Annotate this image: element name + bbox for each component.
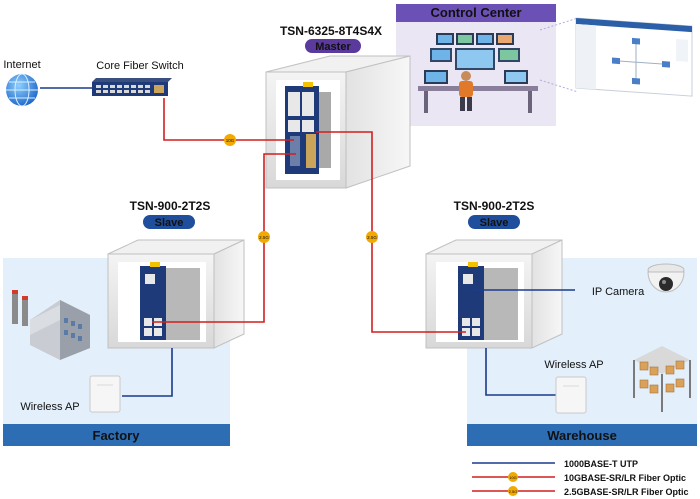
badge-2-5g-right: 2.5G bbox=[366, 231, 378, 243]
legend-label-10g: 10GBASE-SR/LR Fiber Optic bbox=[564, 473, 686, 483]
wireless-ap-left-label: Wireless AP bbox=[20, 401, 79, 413]
master-enclosure: TSN-6325-8T4S4X Master bbox=[265, 24, 411, 189]
warehouse-shelf-icon bbox=[633, 346, 691, 412]
warehouse-label: Warehouse bbox=[547, 428, 617, 443]
legend-label-utp: 1000BASE-T UTP bbox=[564, 459, 638, 469]
svg-text:2.5G: 2.5G bbox=[259, 235, 269, 240]
slave-left-role-pill: Slave bbox=[155, 217, 184, 229]
legend: 1000BASE-T UTP 10G 10GBASE-SR/LR Fiber O… bbox=[472, 459, 689, 497]
link-slave-right-ap bbox=[485, 348, 556, 396]
control-center-panel: Control Center bbox=[396, 4, 556, 126]
link-core-master-10g bbox=[163, 98, 294, 141]
internet-label: Internet bbox=[3, 59, 40, 71]
svg-text:10G: 10G bbox=[226, 138, 235, 143]
ip-camera-label: IP Camera bbox=[592, 286, 645, 298]
ip-camera-icon bbox=[647, 263, 685, 293]
operator-icon bbox=[418, 71, 538, 113]
wireless-ap-icon bbox=[89, 375, 121, 413]
master-device-name: TSN-6325-8T4S4X bbox=[280, 24, 382, 38]
svg-text:2.5G: 2.5G bbox=[367, 235, 377, 240]
core-switch-label: Core Fiber Switch bbox=[96, 60, 183, 72]
badge-2-5g-left: 2.5G bbox=[258, 231, 270, 243]
legend-label-2-5g: 2.5GBASE-SR/LR Fiber Optic bbox=[564, 487, 689, 497]
monitor-wall-icon bbox=[424, 33, 528, 84]
core-switch-icon bbox=[92, 78, 172, 96]
projection-lines bbox=[539, 17, 579, 93]
badge-10g: 10G bbox=[224, 134, 236, 146]
globe-icon bbox=[6, 73, 38, 107]
factory-icon bbox=[12, 290, 90, 360]
dashboard-screenshot bbox=[575, 17, 693, 97]
slave-left-switch-icon bbox=[140, 262, 200, 340]
slave-right-enclosure: TSN-900-2T2S Slave bbox=[425, 199, 563, 349]
wireless-ap-right-label: Wireless AP bbox=[544, 359, 603, 371]
slave-right-device-name: TSN-900-2T2S bbox=[454, 199, 535, 213]
svg-text:10G: 10G bbox=[509, 475, 517, 480]
svg-text:2.5G: 2.5G bbox=[509, 489, 518, 494]
factory-label: Factory bbox=[93, 428, 141, 443]
master-switch-icon bbox=[285, 82, 331, 174]
slave-left-enclosure: TSN-900-2T2S Slave bbox=[107, 199, 245, 349]
slave-left-device-name: TSN-900-2T2S bbox=[130, 199, 211, 213]
slave-right-role-pill: Slave bbox=[480, 217, 509, 229]
control-center-label: Control Center bbox=[431, 5, 522, 20]
link-slave-left-ap bbox=[122, 348, 173, 397]
master-role-pill: Master bbox=[315, 41, 351, 53]
slave-right-switch-icon bbox=[458, 262, 518, 340]
wireless-ap-icon bbox=[555, 376, 587, 414]
